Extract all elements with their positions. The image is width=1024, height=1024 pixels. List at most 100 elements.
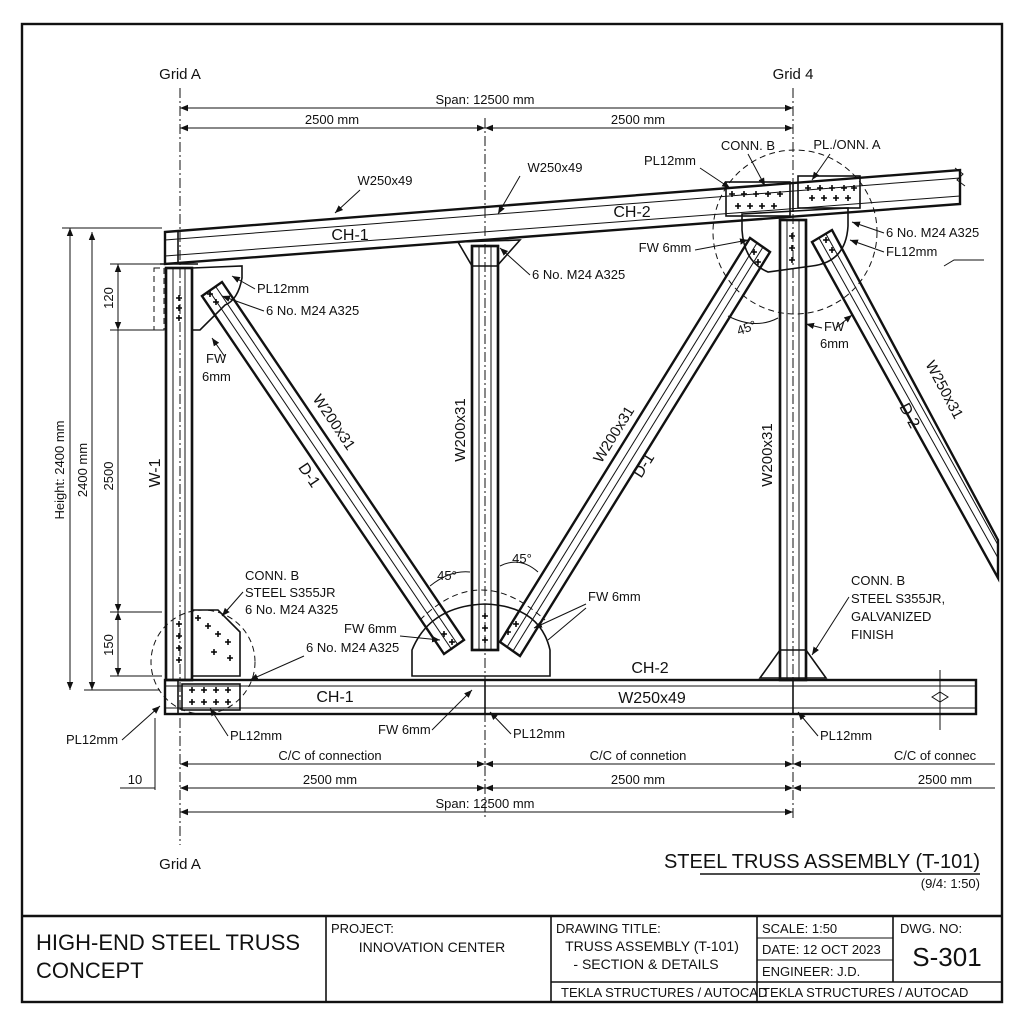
bolt-dot bbox=[214, 300, 218, 304]
angle-top-label: 45° bbox=[735, 317, 759, 338]
right-diagonal-d1 bbox=[498, 236, 772, 658]
bolts-bottom-center-callout: 6 No. M24 A325 bbox=[306, 640, 399, 655]
dwg-no-label: DWG. NO: bbox=[900, 921, 962, 936]
bolt-dot bbox=[202, 700, 206, 704]
bolt-dot bbox=[752, 250, 756, 254]
detail-circles bbox=[150, 149, 878, 715]
bolt-dot bbox=[742, 192, 746, 196]
conn-b-left-callout: CONN. B bbox=[245, 568, 299, 583]
dwg-no-value: S-301 bbox=[912, 942, 981, 972]
seg-2500-label: 2500 bbox=[101, 462, 116, 491]
bottom-chord bbox=[163, 670, 978, 730]
conn-b-top-callout: CONN. B bbox=[721, 138, 775, 153]
bolt-dot bbox=[818, 186, 822, 190]
pl12-top-callout: PL12mm bbox=[644, 153, 696, 168]
bolt-dot bbox=[852, 186, 856, 190]
bolt-dot bbox=[483, 614, 487, 618]
software-right: TEKLA STRUCTURES / AUTOCAD bbox=[762, 985, 968, 1000]
fw6-bottom-callout: FW 6mm bbox=[378, 722, 431, 737]
bolt-dot bbox=[483, 638, 487, 642]
fw6-top-callout: FW 6mm bbox=[639, 240, 692, 255]
project-value: INNOVATION CENTER bbox=[359, 939, 506, 955]
drawing-scale-note: (9/4: 1:50) bbox=[921, 876, 980, 891]
left-diagonal-d1 bbox=[200, 280, 466, 656]
seg-120-label: 120 bbox=[101, 287, 116, 309]
ch1-top-mark: CH-1 bbox=[331, 227, 368, 244]
bolt-dot bbox=[190, 700, 194, 704]
bolt-dot bbox=[214, 688, 218, 692]
bolt-dot bbox=[196, 616, 200, 620]
concept-title-line2: CONCEPT bbox=[36, 958, 144, 983]
bolt-dot bbox=[790, 234, 794, 238]
date-field: DATE: 12 OCT 2023 bbox=[762, 942, 881, 957]
bolt-dot bbox=[506, 630, 510, 634]
bolt-dot bbox=[766, 192, 770, 196]
conn-b-right-callout: CONN. B bbox=[851, 573, 905, 588]
bolt-dot bbox=[177, 646, 181, 650]
bolt-dot bbox=[822, 196, 826, 200]
bolt-dot bbox=[846, 196, 850, 200]
left-diagonal-mark: D-1 bbox=[294, 460, 323, 491]
bolt-dot bbox=[754, 192, 758, 196]
pl12-bottom-left2-callout: PL12mm bbox=[230, 728, 282, 743]
bolt-dot bbox=[760, 204, 764, 208]
cc1-label: C/C of connection bbox=[278, 748, 381, 763]
bottom-chord-size: W250x49 bbox=[618, 690, 686, 707]
top-chord bbox=[163, 167, 966, 266]
bay2-top-label: 2500 mm bbox=[611, 112, 665, 127]
drawing-title-line1: TRUSS ASSEMBLY (T-101) bbox=[565, 938, 739, 954]
pl12-bottom-mid-callout: PL12mm bbox=[513, 726, 565, 741]
left-dimensions bbox=[62, 227, 162, 691]
bolts-top-right-callout: 6 No. M24 A325 bbox=[886, 225, 979, 240]
bolt-dot bbox=[806, 186, 810, 190]
pl12-left-top-callout: PL12mm bbox=[257, 281, 309, 296]
height-inner-label: 2400 mm bbox=[75, 443, 90, 497]
bolt-dot bbox=[842, 186, 846, 190]
fw6-center-callout: FW 6mm bbox=[588, 589, 641, 604]
finish-callout: FINISH bbox=[851, 627, 894, 642]
bolt-dot bbox=[772, 204, 776, 208]
sheet-border bbox=[20, 22, 1004, 1004]
cc2-label: C/C of connetion bbox=[590, 748, 687, 763]
bolts-left-bottom-callout: 6 No. M24 A325 bbox=[245, 602, 338, 617]
title-block bbox=[22, 914, 1002, 1002]
bolt-dot bbox=[810, 196, 814, 200]
bolt-dot bbox=[450, 640, 454, 644]
span-bottom-label: Span: 12500 mm bbox=[435, 796, 534, 811]
bay2-bottom-label: 2500 mm bbox=[611, 772, 665, 787]
ch2-bottom-mark: CH-2 bbox=[631, 660, 668, 677]
span-top-label: Span: 12500 mm bbox=[435, 92, 534, 107]
bolt-dot bbox=[756, 260, 760, 264]
project-label: PROJECT: bbox=[331, 921, 394, 936]
pl12-bottom-right-callout: PL12mm bbox=[820, 728, 872, 743]
software-left: TEKLA STRUCTURES / AUTOCAD bbox=[561, 985, 767, 1000]
top-chord-2-size: W250x49 bbox=[528, 160, 583, 175]
ch1-bottom-mark: CH-1 bbox=[316, 689, 353, 706]
bolt-dot bbox=[228, 656, 232, 660]
fw-right-size: 6mm bbox=[820, 336, 849, 351]
bolt-dot bbox=[226, 640, 230, 644]
bottom-dimensions bbox=[120, 718, 995, 816]
right-vertical-size: W200x31 bbox=[759, 423, 776, 486]
drawing-title: STEEL TRUSS ASSEMBLY (T-101) bbox=[664, 851, 980, 873]
bolt-dot bbox=[177, 622, 181, 626]
bolt-dot bbox=[830, 186, 834, 190]
concept-title-line1: HIGH-END STEEL TRUSS bbox=[36, 930, 300, 955]
seg-150-label: 150 bbox=[101, 634, 116, 656]
fw6-left-bottom-callout: FW 6mm bbox=[344, 621, 397, 636]
w1-mark: W-1 bbox=[147, 458, 164, 487]
fl12-callout: FL12mm bbox=[886, 244, 937, 259]
bolt-dot bbox=[824, 238, 828, 242]
bolt-dot bbox=[212, 650, 216, 654]
steel-right-callout: STEEL S355JR, bbox=[851, 591, 945, 606]
bolts-left-top-callout: 6 No. M24 A325 bbox=[266, 303, 359, 318]
bolt-groups bbox=[176, 185, 857, 705]
bolt-dot bbox=[834, 196, 838, 200]
bolt-dot bbox=[177, 296, 181, 300]
steel-left-callout: STEEL S355JR bbox=[245, 585, 336, 600]
bolt-dot bbox=[177, 316, 181, 320]
bolt-dot bbox=[790, 258, 794, 262]
gusset-plates bbox=[181, 175, 861, 711]
bolt-dot bbox=[778, 192, 782, 196]
